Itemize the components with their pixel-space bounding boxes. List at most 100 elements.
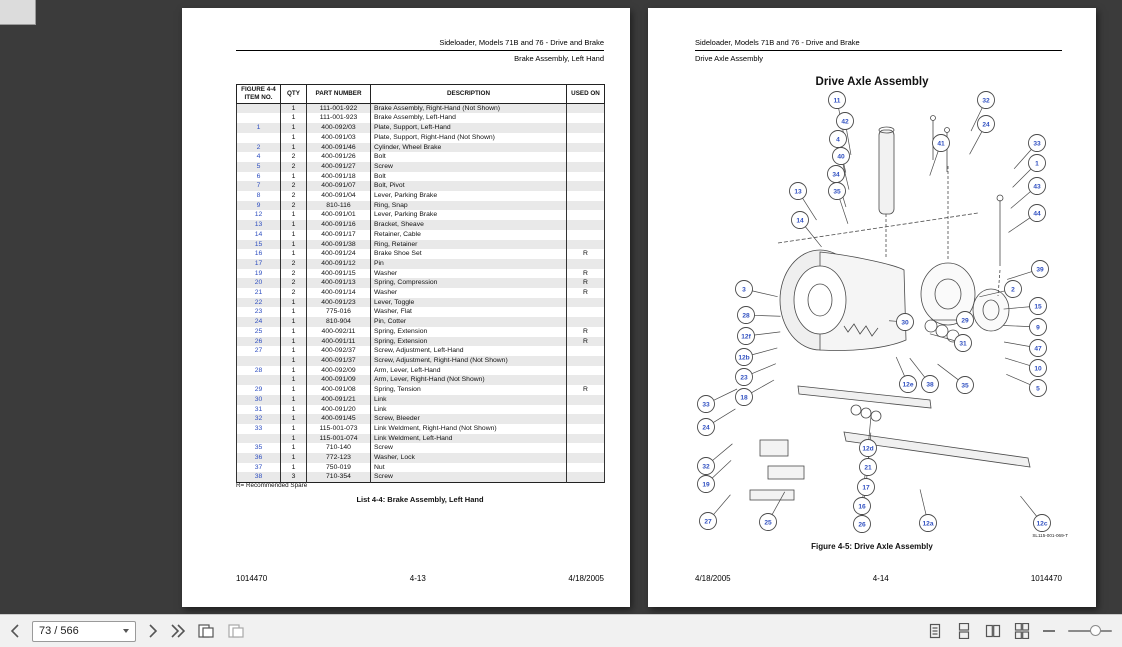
qty-cell: 2 <box>280 191 307 201</box>
callout-label: 38 <box>926 381 934 388</box>
callout-label: 14 <box>796 217 804 224</box>
desc-cell: Arm, Lever, Left-Hand <box>370 365 567 376</box>
leader-line <box>937 363 959 381</box>
item-number-cell[interactable]: 8 <box>236 191 281 201</box>
item-number-cell[interactable]: 15 <box>236 239 281 250</box>
facing-view-button[interactable] <box>985 623 1001 639</box>
single-page-view-button[interactable] <box>927 623 943 639</box>
callout-balloon <box>735 388 753 406</box>
item-number-cell[interactable]: 2 <box>236 142 281 153</box>
item-number-cell[interactable]: 37 <box>236 462 281 473</box>
used-cell <box>566 191 605 201</box>
item-number-cell[interactable]: 35 <box>236 443 281 454</box>
callout-balloon <box>899 375 917 393</box>
item-number-cell[interactable]: 19 <box>236 268 281 279</box>
prev-page-button[interactable] <box>10 624 20 638</box>
item-number-cell[interactable]: 25 <box>236 326 281 337</box>
item-number-cell[interactable]: 14 <box>236 229 281 240</box>
desc-cell: Spring, Compression <box>370 278 567 289</box>
next-view-button[interactable] <box>227 623 245 639</box>
desc-cell: Screw, Adjustment, Left-Hand <box>370 346 567 356</box>
item-number-cell[interactable]: 29 <box>236 385 281 395</box>
callout-label: 43 <box>1033 183 1041 190</box>
item-number-cell <box>236 433 281 444</box>
callout-balloon <box>1028 154 1046 172</box>
item-number-cell[interactable]: 1 <box>236 123 281 133</box>
qty-cell: 2 <box>280 258 307 269</box>
item-number-cell[interactable]: 6 <box>236 171 281 182</box>
used-cell <box>566 375 605 386</box>
part-cell: 400-091/17 <box>306 229 371 240</box>
item-number-cell[interactable]: 36 <box>236 453 281 463</box>
leader-line <box>929 333 955 342</box>
continuous-facing-view-button[interactable] <box>1014 623 1030 639</box>
page-footer: 1014470 4-13 4/18/2005 <box>236 574 604 583</box>
qty-cell: 1 <box>280 453 307 463</box>
item-number-cell[interactable]: 33 <box>236 423 281 434</box>
part-cell: 400-091/12 <box>306 258 371 269</box>
page-number-box[interactable] <box>32 620 136 642</box>
item-number-cell[interactable]: 20 <box>236 278 281 289</box>
item-number-cell[interactable]: 27 <box>236 346 281 356</box>
qty-cell: 1 <box>280 414 307 424</box>
item-number-cell[interactable]: 17 <box>236 258 281 269</box>
used-cell <box>566 297 605 308</box>
part-cell: 400-091/15 <box>306 268 371 279</box>
item-number-cell[interactable]: 7 <box>236 181 281 192</box>
item-number-cell[interactable]: 12 <box>236 210 281 221</box>
callout-label: 24 <box>702 424 710 431</box>
item-number-cell[interactable]: 31 <box>236 404 281 415</box>
continuous-view-button[interactable] <box>956 623 972 639</box>
item-number-cell[interactable]: 28 <box>236 365 281 376</box>
used-cell <box>566 113 605 124</box>
part-cell: 710-354 <box>306 472 371 483</box>
zoom-slider-handle[interactable] <box>1090 625 1101 636</box>
item-number-cell[interactable]: 4 <box>236 152 281 162</box>
item-number-cell[interactable]: 16 <box>236 249 281 259</box>
page-number-input[interactable] <box>33 621 113 641</box>
part-cell: 400-092/37 <box>306 346 371 356</box>
callout-label: 5 <box>1036 385 1040 392</box>
item-number-cell[interactable]: 9 <box>236 200 281 211</box>
callout-label: 21 <box>864 464 872 471</box>
zoom-slider[interactable] <box>1068 625 1112 636</box>
zoom-out-button[interactable] <box>1043 629 1055 633</box>
callout-balloon <box>697 418 715 436</box>
used-cell <box>566 239 605 250</box>
part-cell: 115-001-073 <box>306 423 371 434</box>
item-number-cell[interactable]: 5 <box>236 161 281 172</box>
callout-balloon <box>857 478 875 496</box>
desc-cell: Link Weldment, Right-Hand (Not Shown) <box>370 423 567 434</box>
last-page-button[interactable] <box>170 624 185 638</box>
item-number-cell[interactable]: 26 <box>236 336 281 347</box>
callout-label: 9 <box>1036 324 1040 331</box>
leader-line <box>970 107 983 132</box>
item-number-cell[interactable]: 32 <box>236 414 281 424</box>
item-number-cell <box>236 356 281 366</box>
item-number-cell[interactable]: 22 <box>236 297 281 308</box>
item-number-cell[interactable]: 30 <box>236 394 281 405</box>
desc-cell: Screw <box>370 161 567 172</box>
item-number-cell[interactable]: 13 <box>236 220 281 230</box>
previous-view-button[interactable] <box>197 623 215 639</box>
used-cell <box>566 210 605 221</box>
desc-cell: Brake Assembly, Left-Hand <box>370 113 567 124</box>
callout-label: 33 <box>1033 140 1041 147</box>
leader-line <box>969 131 983 155</box>
page-dropdown-caret-icon[interactable] <box>123 629 129 633</box>
used-cell <box>566 229 605 240</box>
part-cell: 111-001-922 <box>306 103 371 114</box>
part-cell: 710-140 <box>306 443 371 454</box>
qty-cell: 1 <box>280 336 307 347</box>
used-cell <box>566 462 605 473</box>
next-page-button[interactable] <box>148 624 158 638</box>
item-number-cell[interactable]: 21 <box>236 288 281 298</box>
item-number-cell[interactable]: 23 <box>236 307 281 318</box>
item-number-cell[interactable]: 24 <box>236 317 281 327</box>
column-header: USED ON <box>566 84 605 104</box>
used-cell: R <box>566 268 605 279</box>
